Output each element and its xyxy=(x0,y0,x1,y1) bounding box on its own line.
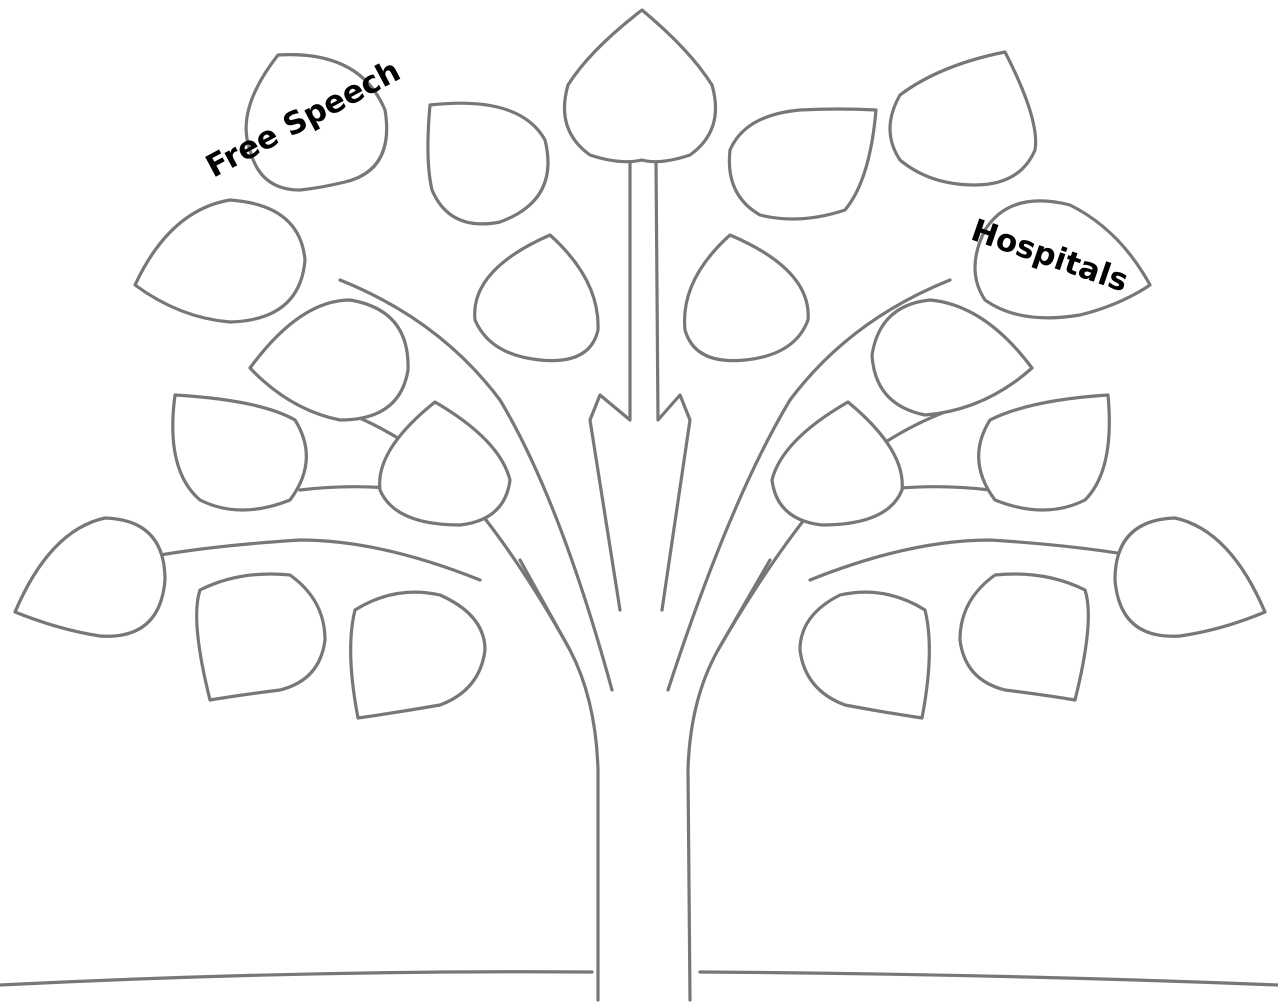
leaf-left-upper-1 xyxy=(135,200,305,322)
leaf-left-mid-3 xyxy=(173,395,307,510)
leaf-left-low-1 xyxy=(15,518,165,636)
leaf-top-center xyxy=(564,10,715,162)
ground-line xyxy=(0,972,1278,985)
leaf-left-mid-1 xyxy=(250,300,408,420)
leaf-left-low-3 xyxy=(351,592,485,718)
leaf-right-low-1 xyxy=(1115,518,1265,636)
leaf-left-upper-2 xyxy=(428,103,548,224)
leaf-right-mid-1 xyxy=(872,300,1032,415)
leaf-left-mid-4 xyxy=(380,402,510,525)
leaf-right-mid-3 xyxy=(979,395,1110,510)
leaf-left-mid-2 xyxy=(475,235,598,361)
leaf-right-mid-2 xyxy=(685,235,809,361)
leaf-right-low-2 xyxy=(960,574,1088,700)
leaf-right-mid-4 xyxy=(772,402,902,525)
leaf-top-right xyxy=(890,52,1036,185)
leaf-right-low-3 xyxy=(800,592,929,718)
leaf-right-upper-2 xyxy=(729,109,876,219)
leaf-left-low-2 xyxy=(197,574,325,700)
